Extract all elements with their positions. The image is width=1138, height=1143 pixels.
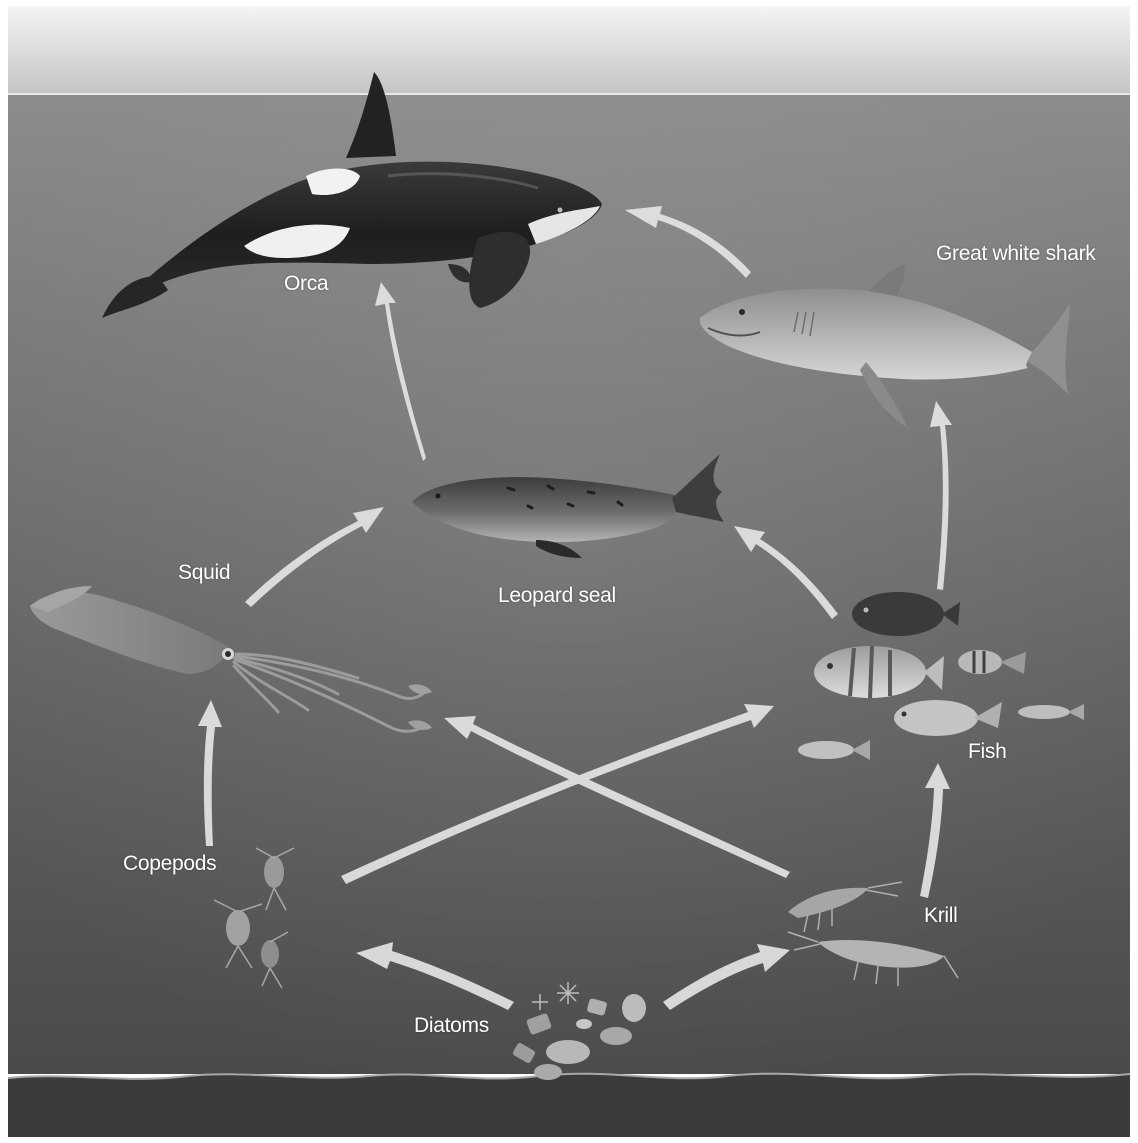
squid-pupil xyxy=(225,651,231,657)
food-web-illustration xyxy=(8,6,1130,1137)
label-leopard-seal: Leopard seal xyxy=(498,584,616,608)
label-fish: Fish xyxy=(968,740,1006,764)
diatom-8 xyxy=(534,1064,562,1080)
seal-eye xyxy=(436,494,441,499)
diatom-2 xyxy=(600,1027,632,1045)
diatom-7 xyxy=(576,1019,592,1029)
orca-eye xyxy=(558,208,563,213)
shark-eye xyxy=(739,309,745,315)
label-copepods: Copepods xyxy=(123,852,216,876)
label-diatoms: Diatoms xyxy=(414,1014,489,1038)
label-great-white-shark: Great white shark xyxy=(936,242,1095,266)
label-squid: Squid xyxy=(178,561,230,585)
diatom-3 xyxy=(622,994,646,1022)
diatom-1 xyxy=(546,1040,590,1064)
seabed xyxy=(8,1074,1130,1137)
label-orca: Orca xyxy=(284,272,328,296)
diatom-star xyxy=(557,982,579,1004)
food-web-diagram: Orca Great white shark Leopard seal Squi… xyxy=(8,6,1130,1137)
label-krill: Krill xyxy=(924,904,958,928)
sky xyxy=(8,6,1130,94)
